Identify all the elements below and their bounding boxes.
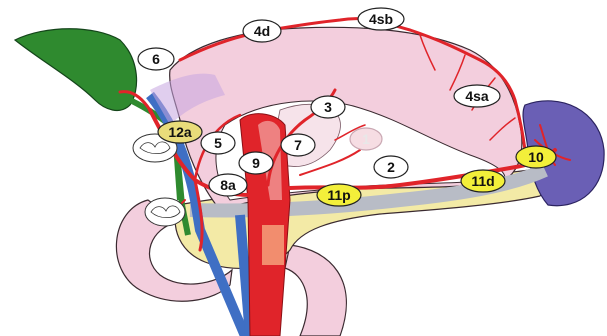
node-label-5: 5 <box>201 132 235 154</box>
node-label-4sa-text: 4sa <box>465 88 489 104</box>
node-label-4sa: 4sa <box>454 85 500 107</box>
node-label-4sb: 4sb <box>358 8 404 30</box>
node-label-3: 3 <box>311 96 345 118</box>
node-label-11d: 11d <box>461 170 505 192</box>
node-label-6: 6 <box>138 48 174 70</box>
node-label-9-text: 9 <box>252 155 260 171</box>
node-label-3-text: 3 <box>324 99 332 115</box>
node-label-12a: 12a <box>158 121 202 143</box>
jejunum-shape <box>285 245 346 336</box>
node-label-1-text: 1 <box>362 131 370 147</box>
duodenum-crosssection-lower <box>145 198 185 226</box>
node-label-12a-text: 12a <box>168 124 192 140</box>
node-label-1: 1 <box>350 128 382 150</box>
node-label-9: 9 <box>239 152 273 174</box>
node-label-4sb-text: 4sb <box>369 11 393 27</box>
node-label-10-text: 10 <box>528 149 544 165</box>
node-label-7-text: 7 <box>294 137 302 153</box>
node-label-4d: 4d <box>243 20 281 42</box>
node-label-11p: 11p <box>317 184 361 206</box>
node-label-11d-text: 11d <box>471 173 494 189</box>
node-label-8a-text: 8a <box>220 177 236 193</box>
smv-overlap-patch <box>262 225 284 265</box>
node-label-11p-text: 11p <box>327 187 350 203</box>
node-label-7: 7 <box>281 134 315 156</box>
node-label-6-text: 6 <box>152 51 160 67</box>
node-label-2: 2 <box>374 156 408 178</box>
node-label-5-text: 5 <box>214 135 222 151</box>
node-label-4d-text: 4d <box>254 23 270 39</box>
node-label-2-text: 2 <box>387 159 395 175</box>
node-label-10: 10 <box>516 146 556 168</box>
node-label-8a: 8a <box>209 174 247 196</box>
gallbladder-shape <box>15 29 137 111</box>
